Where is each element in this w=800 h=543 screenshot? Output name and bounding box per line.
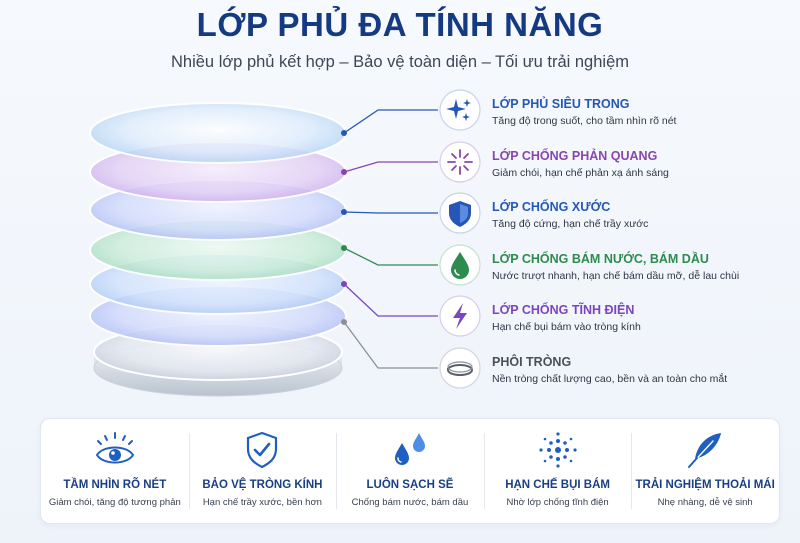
layer-name: LỚP PHỦ SIÊU TRONG xyxy=(492,97,630,111)
layer-name: LỚP CHỐNG TĨNH ĐIỆN xyxy=(492,303,635,317)
benefit-title: HẠN CHẾ BỤI BÁM xyxy=(505,479,610,491)
layer-name: LỚP CHỐNG XƯỚC xyxy=(492,200,611,214)
benefit-dust-resistant: HẠN CHẾ BỤI BÁM Nhờ lớp chống tĩnh điện xyxy=(483,419,632,523)
layer-item-superclear: LỚP PHỦ SIÊU TRONG Tăng độ trong suốt, c… xyxy=(492,96,792,128)
lightning-icon xyxy=(439,295,481,337)
benefit-comfort: TRẢI NGHIỆM THOẢI MÁI Nhẹ nhàng, dễ vệ s… xyxy=(631,419,779,523)
benefit-desc: Hạn chế trầy xước, bền hơn xyxy=(202,497,322,508)
benefit-lens-protection: BẢO VỆ TRÒNG KÍNH Hạn chế trầy xước, bền… xyxy=(188,419,337,523)
layer-name: LỚP CHỐNG PHẢN QUANG xyxy=(492,149,658,163)
layer-item-antistatic: LỚP CHỐNG TĨNH ĐIỆN Hạn chế bụi bám vào … xyxy=(492,302,792,334)
benefit-clear-vision: TẦM NHÌN RÕ NÉT Giảm chói, tăng độ tương… xyxy=(41,419,189,523)
benefit-title: TRẢI NGHIỆM THOẢI MÁI xyxy=(635,479,775,491)
benefit-title: LUÔN SẠCH SẼ xyxy=(366,479,454,491)
connector-line-5 xyxy=(343,283,438,317)
benefit-title: TẦM NHÌN RÕ NÉT xyxy=(63,479,167,491)
benefit-desc: Nhờ lớp chống tĩnh điện xyxy=(506,497,609,508)
benefit-desc: Giảm chói, tăng độ tương phản xyxy=(48,497,181,508)
layer-desc: Nền tròng chất lượng cao, bền và an toàn… xyxy=(492,373,728,385)
lens-ring-icon xyxy=(439,347,481,389)
connector-line-6 xyxy=(343,321,438,369)
connector-line-3 xyxy=(343,211,438,214)
layer-name: PHÔI TRÒNG xyxy=(492,355,572,369)
benefit-desc: Nhẹ nhàng, dễ vệ sinh xyxy=(657,497,753,508)
layer-name: LỚP CHỐNG BÁM NƯỚC, BÁM DẦU xyxy=(492,252,709,266)
benefit-always-clean: LUÔN SẠCH SẼ Chống bám nước, bám dầu xyxy=(336,419,484,523)
connector-line-2 xyxy=(343,161,438,173)
glare-burst-icon xyxy=(439,141,481,183)
water-drops-icon xyxy=(394,433,425,465)
layer-item-antiglare: LỚP CHỐNG PHẢN QUANG Giảm chói, hạn chế … xyxy=(492,148,792,180)
layer-desc: Nước trượt nhanh, hạn chế bám dầu mỡ, dễ… xyxy=(492,270,740,282)
layer-desc: Giảm chói, hạn chế phản xạ ánh sáng xyxy=(492,167,669,179)
dust-particles-icon xyxy=(538,432,577,468)
page-title: LỚP PHỦ ĐA TÍNH NĂNG xyxy=(196,6,604,43)
shield-check-icon xyxy=(247,431,278,469)
layer-item-hydrophobic: LỚP CHỐNG BÁM NƯỚC, BÁM DẦU Nước trượt n… xyxy=(492,251,792,283)
benefit-desc: Chống bám nước, bám dầu xyxy=(351,497,469,508)
superclear-coating-disc xyxy=(89,102,347,164)
layer-desc: Hạn chế bụi bám vào tròng kính xyxy=(492,321,641,333)
benefit-title: BẢO VỆ TRÒNG KÍNH xyxy=(202,479,323,491)
lens-layer-diagram xyxy=(89,89,481,397)
sparkle-icon xyxy=(439,89,481,131)
layer-item-blank: PHÔI TRÒNG Nền tròng chất lượng cao, bền… xyxy=(492,354,792,386)
feather-icon xyxy=(688,433,722,468)
eye-icon xyxy=(95,432,134,464)
water-drop-icon xyxy=(439,244,481,286)
page-subtitle: Nhiều lớp phủ kết hợp – Bảo vệ toàn diện… xyxy=(171,53,629,71)
benefits-panel: TẦM NHÌN RÕ NÉT Giảm chói, tăng độ tương… xyxy=(40,418,780,524)
layer-desc: Tăng độ cứng, hạn chế trầy xước xyxy=(492,218,649,230)
connector-line-4 xyxy=(343,247,438,266)
layer-item-scratch: LỚP CHỐNG XƯỚC Tăng độ cứng, hạn chế trầ… xyxy=(492,199,792,231)
connector-line-1 xyxy=(343,109,438,134)
shield-icon xyxy=(439,192,481,234)
layer-desc: Tăng độ trong suốt, cho tầm nhìn rõ nét xyxy=(492,115,677,127)
